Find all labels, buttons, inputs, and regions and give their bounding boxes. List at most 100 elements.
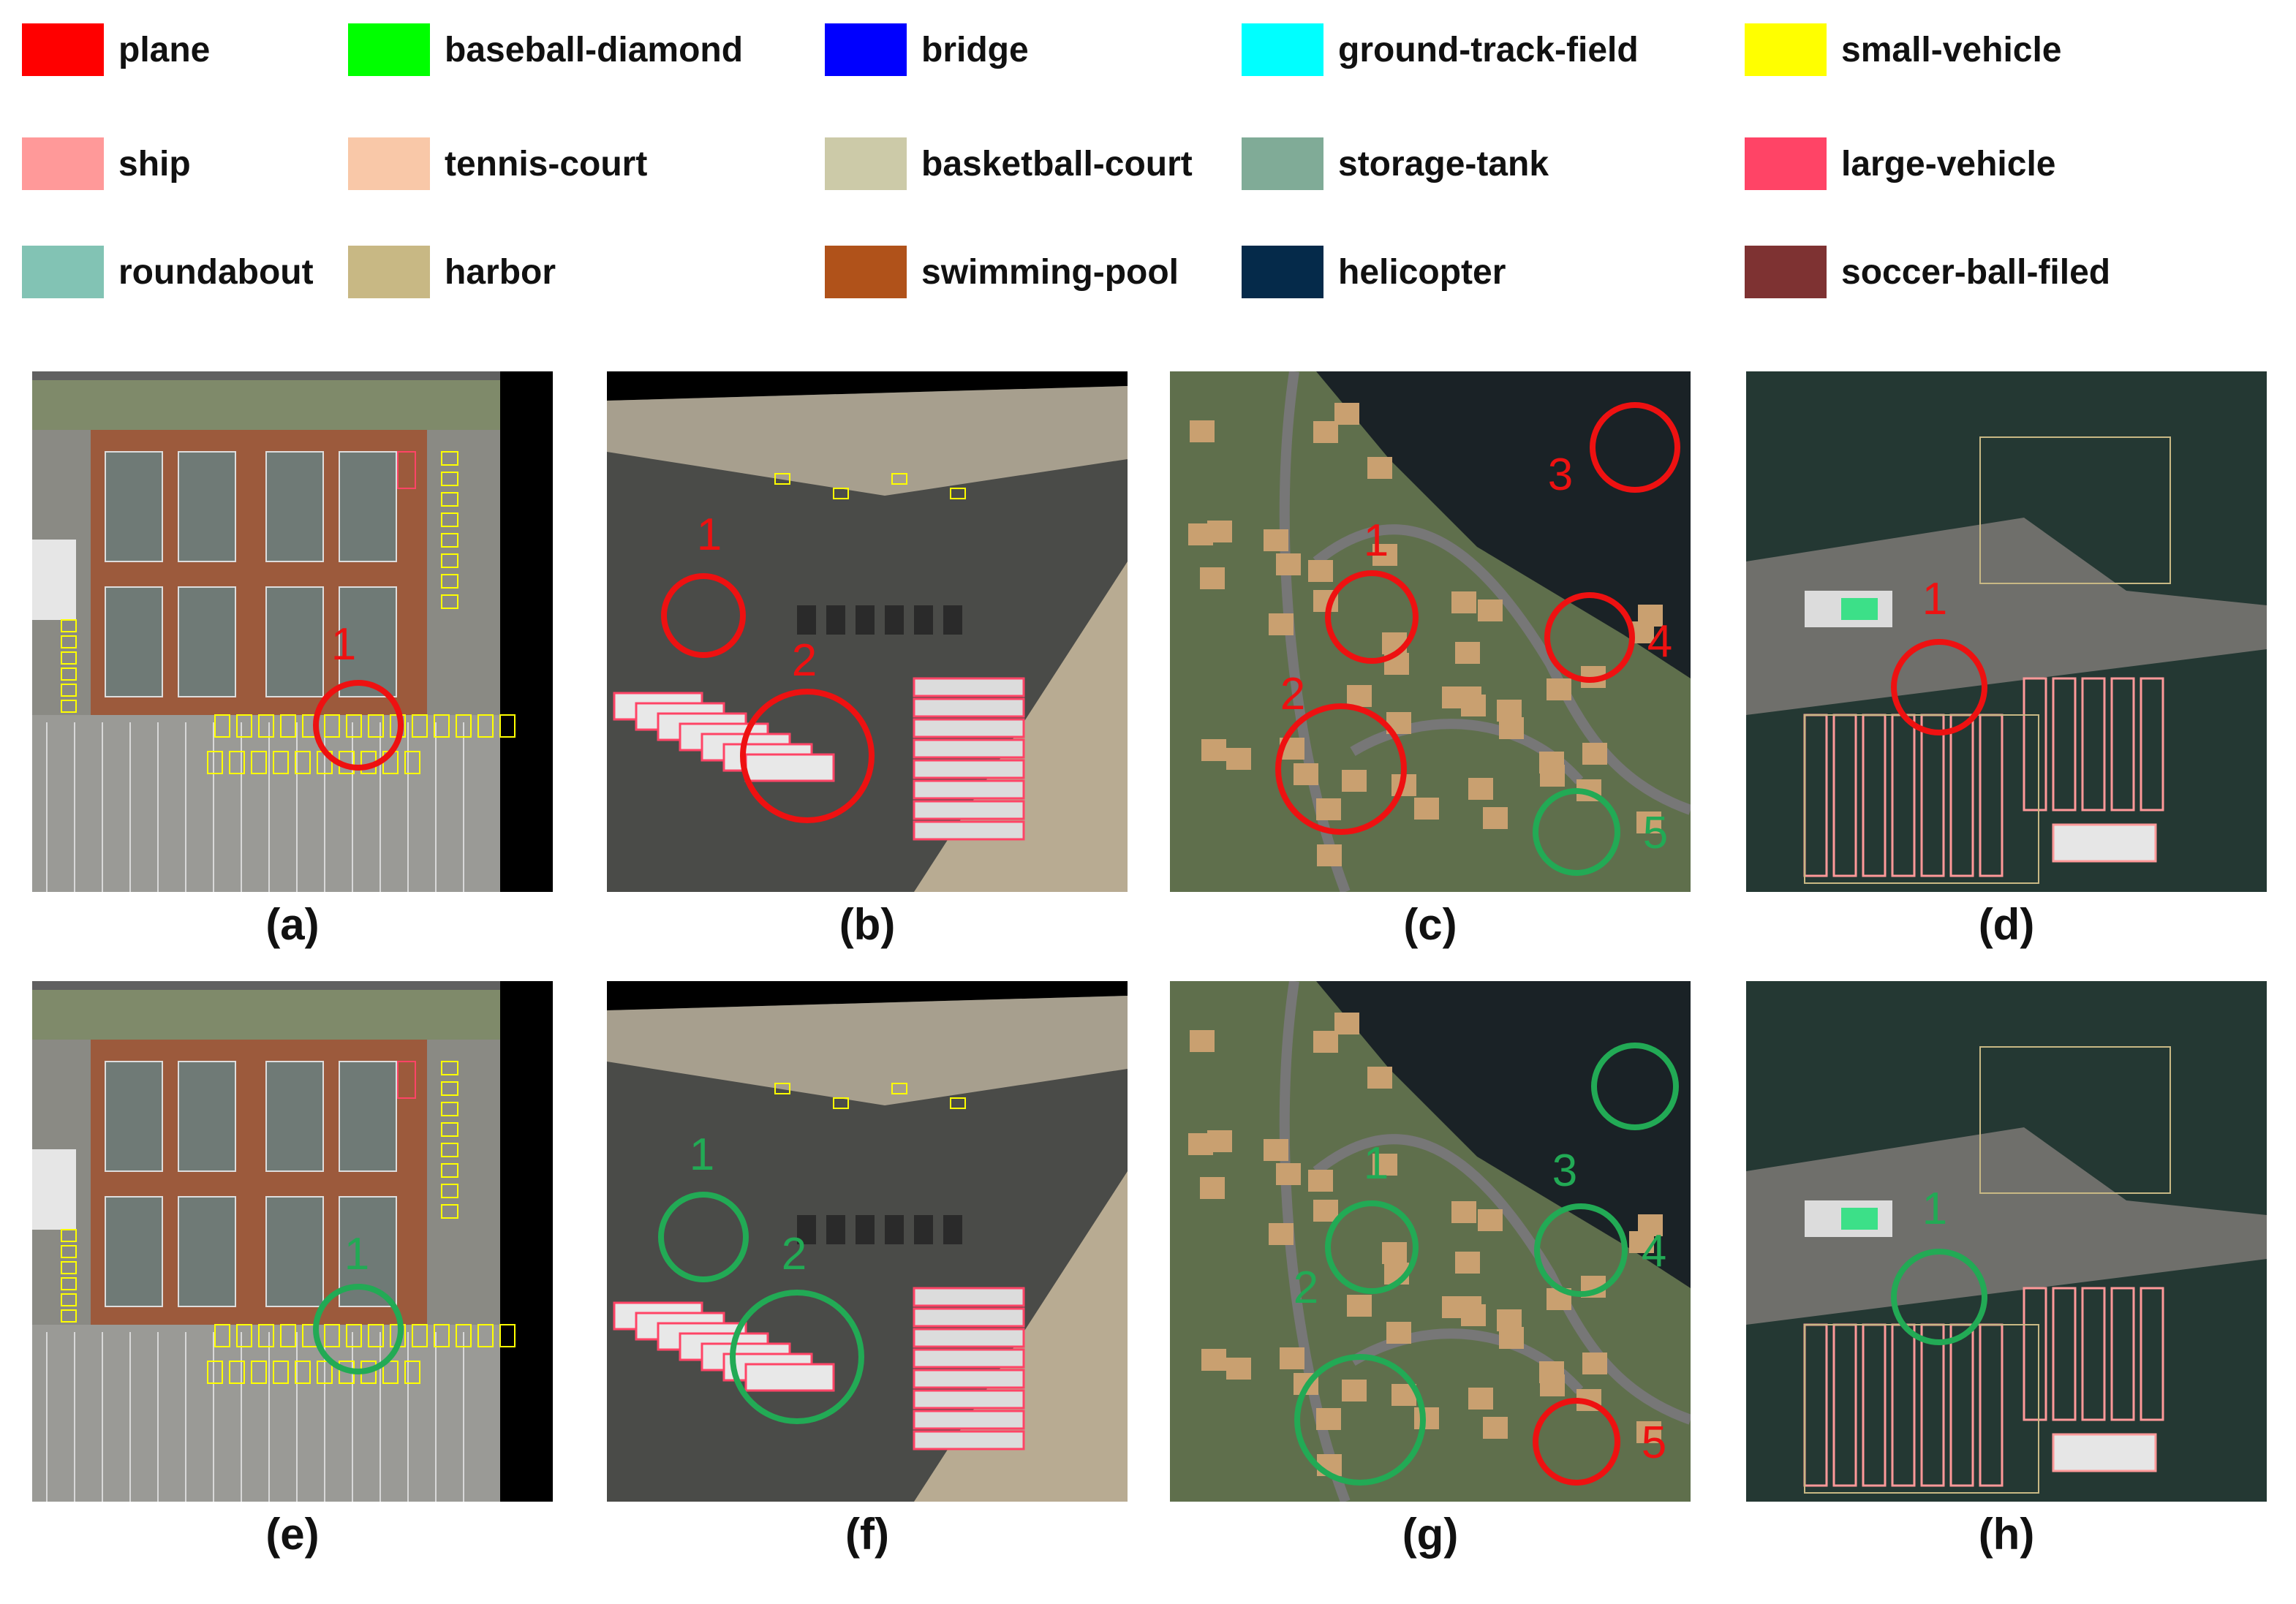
grass-strip bbox=[32, 371, 500, 430]
tennis-court bbox=[178, 1196, 236, 1307]
large-vehicle-box bbox=[744, 753, 835, 782]
house-roof bbox=[1226, 1358, 1251, 1380]
small-vehicle-box bbox=[61, 667, 77, 681]
house-roof bbox=[1269, 1223, 1294, 1245]
small-vehicle-box bbox=[236, 1324, 252, 1347]
panel-caption: (h) bbox=[1978, 1510, 2035, 1559]
house-roof bbox=[1201, 739, 1226, 761]
legend-swatch bbox=[825, 246, 907, 298]
large-vehicle-box bbox=[913, 1287, 1025, 1307]
panel-caption: (d) bbox=[1978, 900, 2035, 949]
aerial-image: 1 bbox=[32, 371, 553, 892]
tennis-court bbox=[105, 451, 163, 562]
small-vehicle-box bbox=[441, 1184, 458, 1198]
legend-item-storage-tank: storage-tank bbox=[1242, 135, 1549, 193]
legend-swatch bbox=[825, 23, 907, 76]
house-roof bbox=[1478, 599, 1503, 621]
house-roof bbox=[1226, 748, 1251, 770]
parked-car bbox=[797, 605, 816, 635]
small-vehicle-box bbox=[441, 574, 458, 589]
house-roof bbox=[1372, 544, 1397, 566]
small-vehicle-box bbox=[61, 635, 77, 648]
house-roof bbox=[1347, 685, 1372, 707]
small-vehicle-box bbox=[441, 1081, 458, 1096]
highlight-circle bbox=[658, 1192, 749, 1282]
legend-swatch bbox=[1242, 23, 1323, 76]
building bbox=[32, 1149, 76, 1230]
tennis-court bbox=[178, 1061, 236, 1172]
panel-h: 1(h) bbox=[1746, 981, 2267, 1604]
large-vehicle-box bbox=[913, 738, 1025, 759]
small-vehicle-box bbox=[441, 451, 458, 466]
legend-item-soccer-ball-filed: soccer-ball-filed bbox=[1745, 243, 2110, 301]
house-roof bbox=[1638, 605, 1663, 627]
ship-box bbox=[2052, 677, 2077, 812]
legend-swatch bbox=[22, 246, 104, 298]
small-vehicle-box bbox=[404, 751, 420, 774]
tennis-court bbox=[105, 586, 163, 697]
house-roof bbox=[1342, 1380, 1367, 1401]
tennis-court bbox=[265, 586, 324, 697]
highlight-circle bbox=[1534, 1203, 1628, 1297]
legend-swatch bbox=[348, 23, 430, 76]
ship bbox=[2052, 1433, 2157, 1472]
legend-item-small-vehicle: small-vehicle bbox=[1745, 20, 2062, 79]
panel-e: 1(e) bbox=[32, 981, 553, 1604]
road-top bbox=[32, 371, 500, 380]
legend-swatch bbox=[348, 246, 430, 298]
small-vehicle-box bbox=[61, 651, 77, 665]
marker-number: 2 bbox=[1294, 1263, 1318, 1313]
parked-car bbox=[914, 605, 933, 635]
highlight-circle bbox=[1590, 402, 1680, 493]
house-roof bbox=[1269, 613, 1294, 635]
legend-label: small-vehicle bbox=[1841, 30, 2062, 69]
small-vehicle-box bbox=[61, 1229, 77, 1242]
house-roof bbox=[1638, 1214, 1663, 1236]
marker-number: 1 bbox=[1364, 1138, 1389, 1189]
small-vehicle-box bbox=[441, 512, 458, 527]
small-vehicle-box bbox=[441, 1204, 458, 1219]
panel-d: 1(d) bbox=[1746, 371, 2267, 994]
small-vehicle-box bbox=[441, 533, 458, 548]
small-vehicle-box bbox=[499, 1324, 516, 1347]
house-roof bbox=[1264, 1139, 1288, 1161]
tennis-court bbox=[265, 1061, 324, 1172]
small-vehicle-box bbox=[404, 1361, 420, 1384]
legend-label: swimming-pool bbox=[921, 252, 1179, 292]
panel-caption: (f) bbox=[845, 1510, 889, 1559]
house-roof bbox=[1547, 678, 1571, 700]
highlight-circle bbox=[1544, 592, 1635, 683]
tennis-court bbox=[265, 451, 324, 562]
large-vehicle-box bbox=[913, 759, 1025, 779]
large-vehicle-box bbox=[913, 1410, 1025, 1430]
ship-box bbox=[2081, 1287, 2106, 1421]
marker-number: 1 bbox=[344, 1229, 369, 1279]
building bbox=[32, 540, 76, 620]
house-roof bbox=[1478, 1209, 1503, 1231]
legend-swatch bbox=[825, 137, 907, 190]
small-vehicle-box bbox=[258, 714, 274, 738]
highlight-circle bbox=[1294, 1354, 1426, 1486]
house-roof bbox=[1372, 1154, 1397, 1176]
panel-caption: (b) bbox=[839, 900, 896, 949]
small-vehicle-box bbox=[477, 1324, 494, 1347]
legend-label: plane bbox=[118, 30, 211, 69]
legend-item-bridge: bridge bbox=[825, 20, 1029, 79]
aerial-image: 1 bbox=[32, 981, 553, 1502]
small-vehicle-box bbox=[280, 1324, 296, 1347]
small-vehicle-box bbox=[441, 553, 458, 568]
marker-number: 2 bbox=[1280, 669, 1305, 719]
house-roof bbox=[1200, 567, 1225, 589]
large-vehicle-box bbox=[913, 1430, 1025, 1450]
small-vehicle-box bbox=[61, 1277, 77, 1290]
house-roof bbox=[1483, 807, 1508, 829]
house-roof bbox=[1382, 1242, 1407, 1264]
house-roof bbox=[1540, 765, 1565, 787]
small-vehicle-box bbox=[251, 1361, 267, 1384]
small-vehicle-box bbox=[61, 1245, 77, 1258]
parked-car bbox=[826, 1215, 845, 1244]
legend-swatch bbox=[1745, 137, 1827, 190]
marker-number: 2 bbox=[782, 1229, 807, 1279]
